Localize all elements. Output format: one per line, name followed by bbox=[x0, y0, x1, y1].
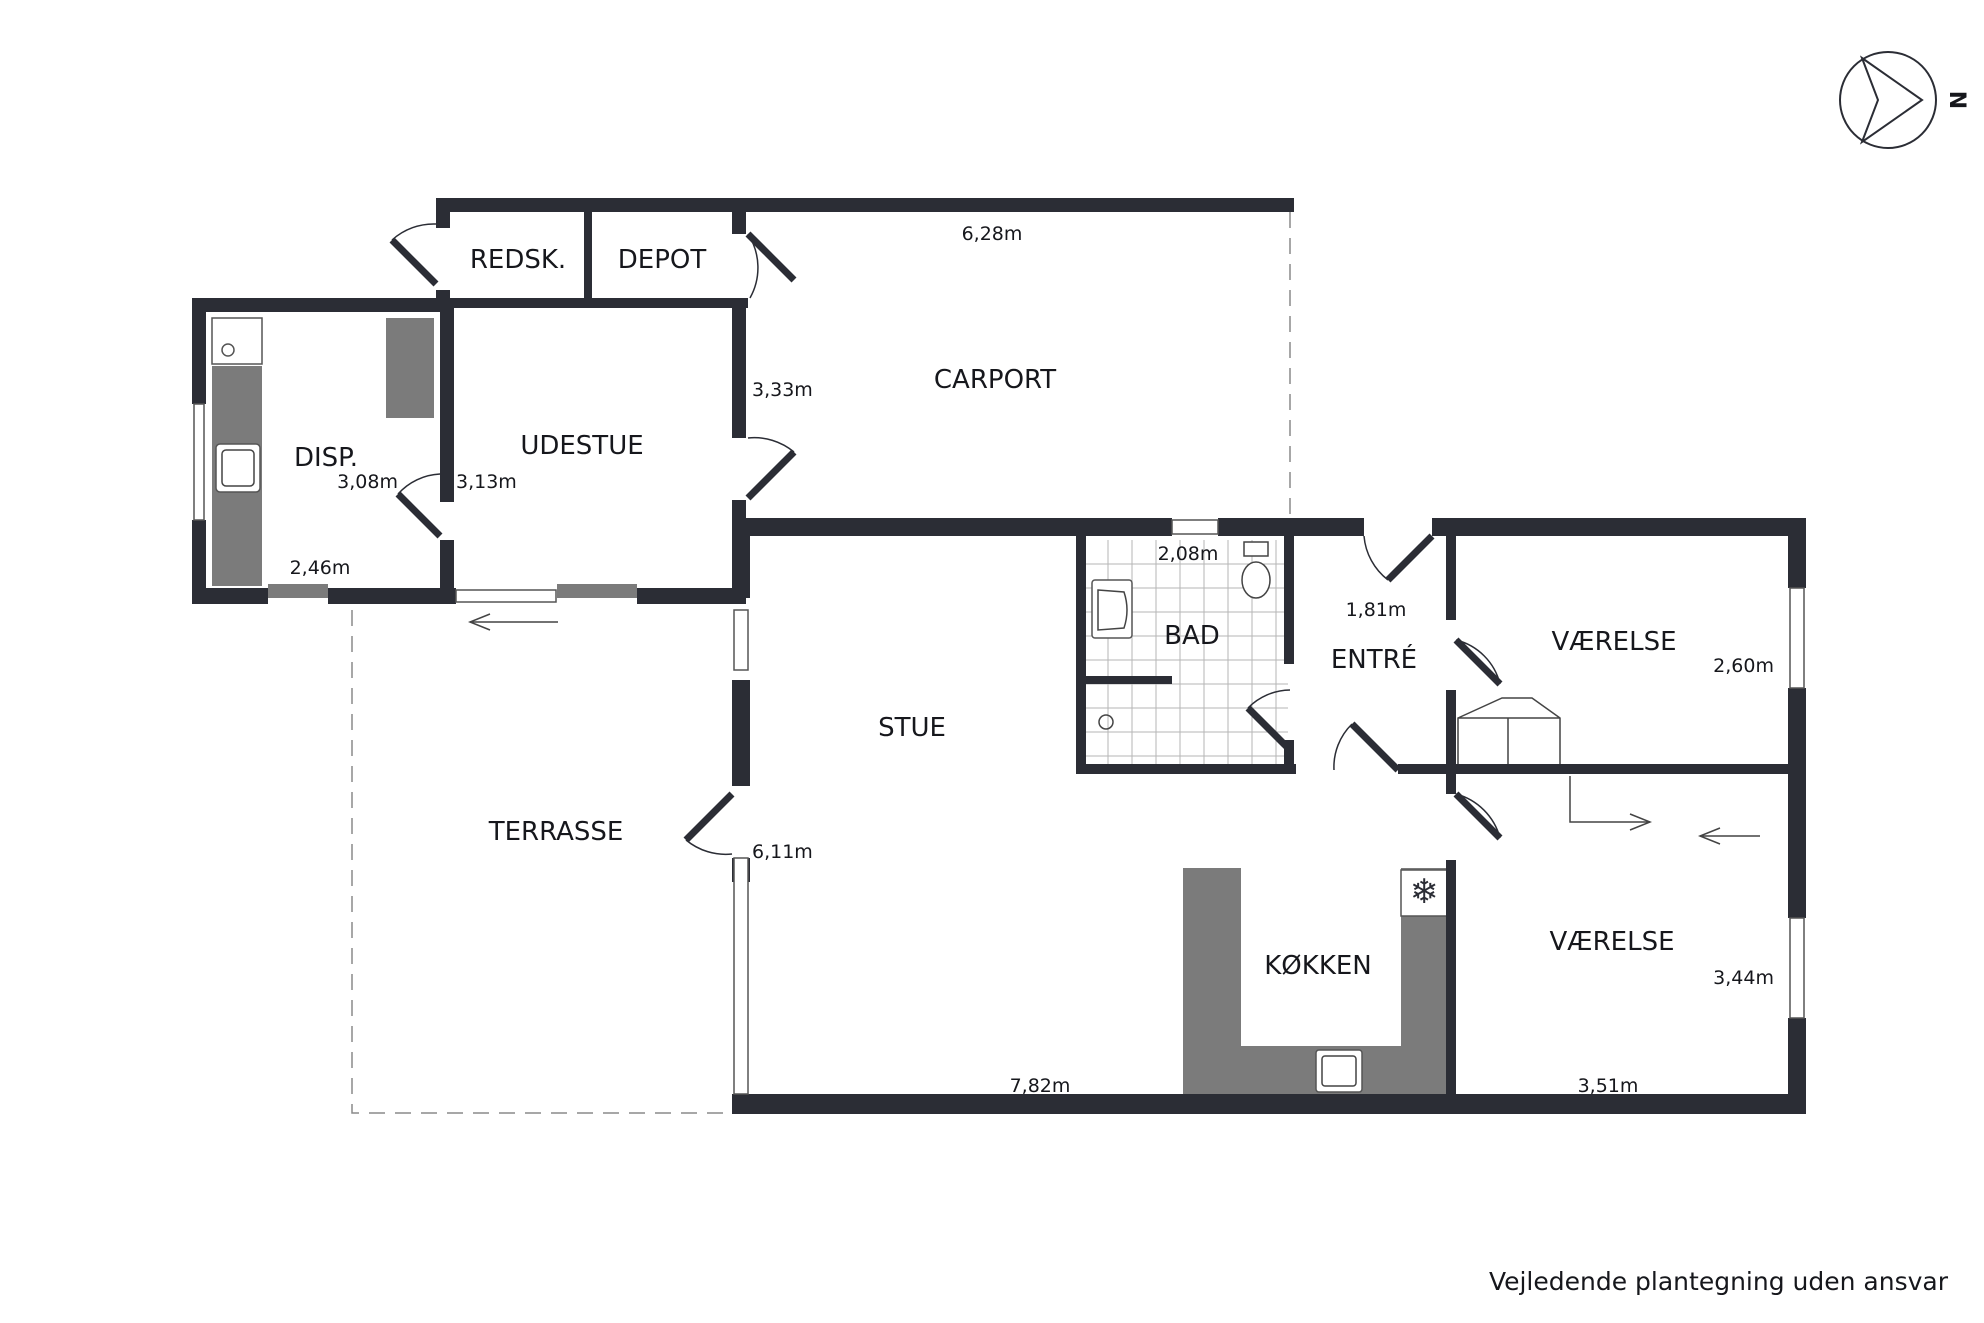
arrow-left-icon-2 bbox=[467, 613, 491, 631]
window-vaerelse2 bbox=[1789, 917, 1805, 1019]
window-stue-left-2 bbox=[733, 857, 749, 1095]
dim-bad-width: 2,08m bbox=[1158, 543, 1219, 565]
arrow-left-icon bbox=[1697, 827, 1721, 845]
compass: N bbox=[1839, 51, 1969, 149]
kitchen-sink bbox=[1315, 1049, 1363, 1093]
disp-sink bbox=[215, 443, 261, 493]
room-label-bad: BAD bbox=[1164, 621, 1220, 651]
wardrobe bbox=[1457, 697, 1561, 769]
room-label-carport: CARPORT bbox=[934, 365, 1056, 395]
window-vaerelse1 bbox=[1789, 587, 1805, 689]
dim-carport-depth: 3,33m bbox=[752, 379, 813, 401]
room-label-depot: DEPOT bbox=[618, 245, 707, 275]
toilet bbox=[1241, 561, 1271, 599]
dim-carport-width: 6,28m bbox=[962, 223, 1023, 245]
room-label-vaerelse-1: VÆRELSE bbox=[1551, 627, 1676, 657]
window-disp bbox=[193, 403, 205, 521]
window-bad bbox=[1171, 519, 1219, 535]
walls bbox=[192, 198, 1806, 1114]
bathroom-sink-basin bbox=[1097, 589, 1128, 631]
room-label-entre: ENTRÉ bbox=[1331, 643, 1417, 675]
snowflake-icon: ❄ bbox=[1410, 872, 1439, 912]
udestue-door-strip bbox=[557, 584, 637, 598]
disp-sink-basin bbox=[221, 449, 255, 487]
doors bbox=[389, 223, 1503, 856]
fridge bbox=[1400, 869, 1448, 917]
window-stue-left-1 bbox=[733, 609, 749, 671]
dim-vaerelse-2-depth: 3,44m bbox=[1713, 967, 1774, 989]
dim-vaerelse-1-depth: 2,60m bbox=[1713, 655, 1774, 677]
bathroom-sink bbox=[1091, 579, 1133, 639]
window-udestue bbox=[455, 589, 557, 603]
dim-stue-depth: 6,11m bbox=[752, 841, 813, 863]
room-label-udestue: UDESTUE bbox=[520, 431, 643, 461]
dim-disp-depth: 3,08m bbox=[337, 471, 398, 493]
room-label-stue: STUE bbox=[878, 713, 946, 743]
compass-north-label: N bbox=[1944, 91, 1969, 109]
disp-window-strip bbox=[268, 584, 328, 598]
disp-washer-drum bbox=[221, 343, 235, 357]
shower-drain-icon bbox=[1098, 714, 1114, 730]
toilet-tank bbox=[1243, 541, 1269, 557]
dim-entre-width: 1,81m bbox=[1346, 599, 1407, 621]
dim-udestue-depth: 3,13m bbox=[456, 471, 517, 493]
room-label-vaerelse-2: VÆRELSE bbox=[1549, 927, 1674, 957]
kitchen-sink-basin bbox=[1321, 1055, 1357, 1087]
sliding-arrow-icon bbox=[1569, 776, 1650, 823]
terrasse-outline bbox=[351, 610, 730, 1114]
compass-circle bbox=[1839, 51, 1937, 149]
bathroom-tiles bbox=[1084, 540, 1288, 766]
room-label-kokken: KØKKEN bbox=[1264, 951, 1372, 981]
dim-disp-width: 2,46m bbox=[290, 557, 351, 579]
room-label-terrasse: TERRASSE bbox=[488, 817, 624, 847]
room-label-redsk: REDSK. bbox=[470, 245, 566, 275]
dim-stue-width: 7,82m bbox=[1010, 1075, 1071, 1097]
disp-cabinet bbox=[386, 318, 434, 418]
disp-washer bbox=[211, 317, 263, 365]
compass-arrow-icon bbox=[1859, 55, 1924, 145]
arrow-right-icon bbox=[1629, 813, 1653, 831]
disclaimer-text: Vejledende plantegning uden ansvar bbox=[1489, 1267, 1949, 1296]
room-label-disp: DISP. bbox=[294, 443, 358, 473]
dim-vaerelse-2-width: 3,51m bbox=[1578, 1075, 1639, 1097]
